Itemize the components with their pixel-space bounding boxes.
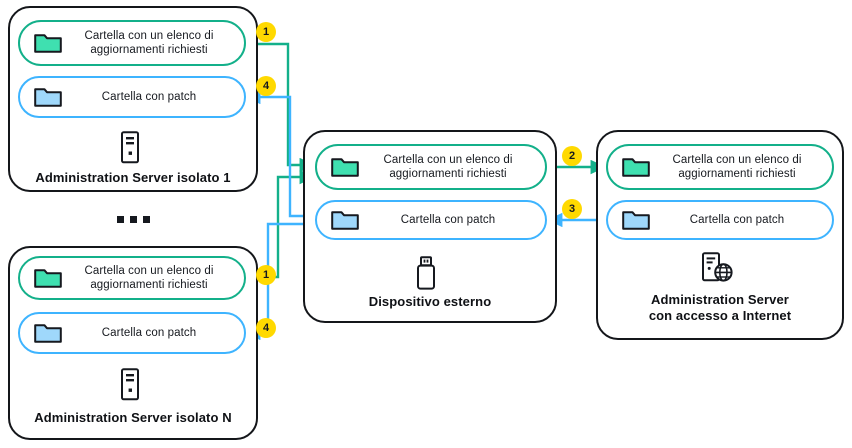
pill-isolatedn-patch-folder[interactable]: Cartella con patch: [18, 312, 246, 354]
ellipsis-dot: [117, 216, 124, 223]
folder-blue-icon: [34, 86, 62, 108]
caption-external-device: Dispositivo esterno: [368, 294, 492, 309]
pill-internet-patch-folder[interactable]: Cartella con patch: [606, 200, 834, 240]
folder-blue-icon: [331, 209, 359, 231]
folder-blue-icon: [622, 209, 650, 231]
caption-isolated-server-1: Administration Server isolato 1: [35, 170, 231, 185]
pill-label: Cartella con patch: [689, 214, 785, 226]
caption-internet-server: Administration Server con accesso a Inte…: [648, 292, 792, 323]
folder-green-icon: [34, 32, 62, 54]
usb-flash-drive-icon: [415, 256, 437, 290]
folder-blue-icon: [34, 322, 62, 344]
connector-step4-top: [245, 89, 313, 218]
pill-label: Cartella con un elenco di aggiornamenti …: [672, 154, 802, 180]
server-tower-icon: [118, 131, 142, 164]
pill-label: Cartella con patch: [400, 214, 496, 226]
folder-green-icon: [331, 156, 359, 178]
folder-green-icon: [622, 156, 650, 178]
pill-internet-updates-folder[interactable]: Cartella con un elenco di aggiornamenti …: [606, 144, 834, 190]
pill-isolatedn-updates-folder[interactable]: Cartella con un elenco di aggiornamenti …: [18, 256, 246, 300]
step-badge-4-top: 4: [256, 76, 276, 96]
folder-green-icon: [34, 267, 62, 289]
step-badge-3: 3: [562, 199, 582, 219]
step-badge-2: 2: [562, 146, 582, 166]
pill-external-patch-folder[interactable]: Cartella con patch: [315, 200, 547, 240]
connector-step1-top: [240, 42, 315, 173]
ellipsis-dot: [143, 216, 150, 223]
pill-label: Cartella con patch: [101, 327, 197, 339]
ellipsis-more-servers: [117, 216, 150, 223]
caption-isolated-server-n: Administration Server isolato N: [34, 410, 232, 425]
pill-label: Cartella con un elenco di aggiornamenti …: [84, 30, 214, 56]
pill-external-updates-folder[interactable]: Cartella con un elenco di aggiornamenti …: [315, 144, 547, 190]
server-globe-icon: [700, 252, 734, 284]
pill-label: Cartella con un elenco di aggiornamenti …: [383, 154, 513, 180]
server-tower-icon: [118, 368, 142, 401]
ellipsis-dot: [130, 216, 137, 223]
pill-isolated1-updates-folder[interactable]: Cartella con un elenco di aggiornamenti …: [18, 20, 246, 66]
step-badge-4-bottom: 4: [256, 318, 276, 338]
pill-label: Cartella con patch: [101, 91, 197, 103]
step-badge-1-bottom: 1: [256, 265, 276, 285]
step-badge-1-top: 1: [256, 22, 276, 42]
pill-label: Cartella con un elenco di aggiornamenti …: [84, 265, 214, 291]
pill-isolated1-patch-folder[interactable]: Cartella con patch: [18, 76, 246, 118]
